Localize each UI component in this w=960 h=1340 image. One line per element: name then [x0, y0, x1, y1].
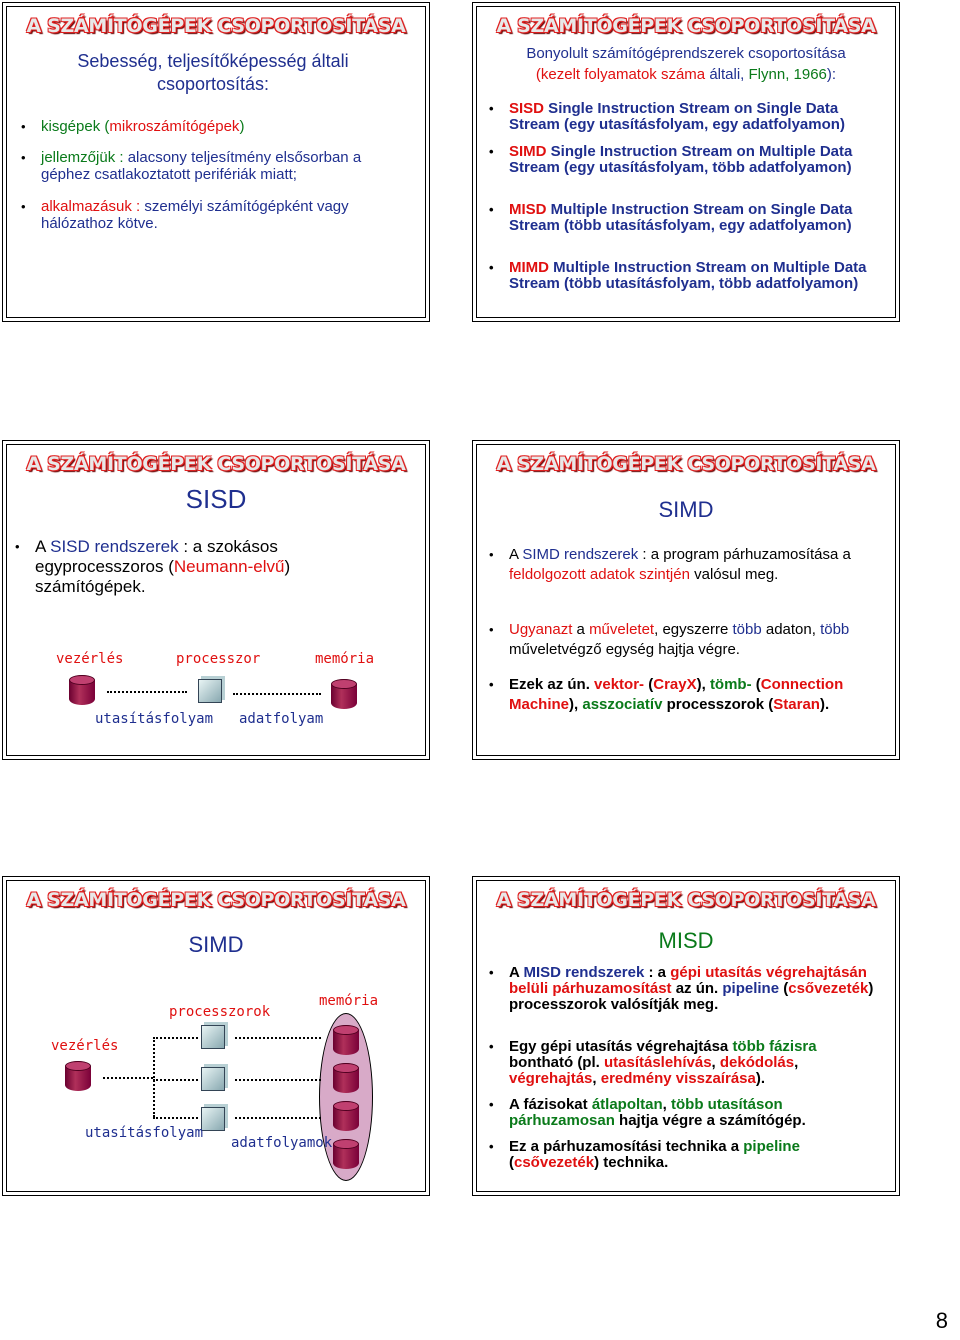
- memory-icon: [333, 1025, 359, 1055]
- processor-icon: [201, 1025, 225, 1049]
- intro-line-2: (kezelt folyamatok száma általi, Flynn, …: [535, 66, 837, 83]
- slide-header: A SZÁMÍTÓGÉPEK CSOPORTOSÍTÁSA: [496, 453, 876, 475]
- processor-icon: [201, 1067, 225, 1091]
- data-stream-line: [233, 693, 321, 695]
- label-utasitasfolyam: utasításfolyam: [95, 711, 214, 727]
- slide-subtitle: MISD: [658, 928, 714, 953]
- data-stream-line: [235, 1037, 321, 1039]
- label-processzor: processzor: [176, 651, 261, 667]
- processor-icon: [201, 1107, 225, 1131]
- slide-header: A SZÁMÍTÓGÉPEK CSOPORTOSÍTÁSA: [26, 453, 406, 475]
- instruction-stream-line: [103, 1077, 153, 1079]
- instruction-stream-branch: [153, 1079, 198, 1081]
- misd-bullet-1: A MISD rendszerek : a gépi utasítás végr…: [489, 965, 884, 1013]
- processor-icon: [198, 679, 222, 703]
- bullet-alkalmazasuk: alkalmazásuk : személyi számítógépként v…: [21, 198, 413, 232]
- data-stream-line: [235, 1117, 321, 1119]
- slide-subtitle: SISD: [185, 484, 247, 514]
- flynn-item-misd: MISD Multiple Instruction Stream on Sing…: [489, 202, 869, 234]
- label-processzorok: processzorok: [169, 1004, 271, 1020]
- flynn-item-mimd: MIMD Multiple Instruction Stream on Mult…: [489, 260, 879, 292]
- label-memoria: memória: [315, 651, 375, 667]
- page-number: 8: [935, 1308, 948, 1333]
- bullet-kisgepek: kisgépek (mikroszámítógépek): [21, 119, 411, 136]
- simd-bullet-2: Ugyanazt a műveletet, egyszerre több ada…: [489, 620, 884, 660]
- slide-header: A SZÁMÍTÓGÉPEK CSOPORTOSÍTÁSA: [26, 889, 406, 911]
- instruction-stream-branch: [153, 1117, 198, 1119]
- label-adatfolyamok: adatfolyamok: [231, 1135, 333, 1151]
- label-utasitasfolyam: utasításfolyam: [85, 1125, 204, 1141]
- bullet-jellemzojuk: jellemzőjük : alacsony teljesítmény első…: [21, 149, 413, 183]
- misd-bullet-3: A fázisokat átlapoltan, több utasításon …: [489, 1097, 884, 1129]
- label-memoria: memória: [319, 993, 379, 1009]
- slide-sisd: A SZÁMÍTÓGÉPEK CSOPORTOSÍTÁSA SISD A SIS…: [2, 440, 430, 760]
- flynn-item-simd: SIMD Single Instruction Stream on Multip…: [489, 144, 869, 176]
- sisd-description: A SISD rendszerek : a szokásos egyproces…: [15, 537, 395, 597]
- misd-bullet-2: Egy gépi utasítás végrehajtása több fázi…: [489, 1039, 884, 1087]
- slide-simd-diagram: A SZÁMÍTÓGÉPEK CSOPORTOSÍTÁSA SIMD proce…: [2, 876, 430, 1196]
- label-adatfolyam: adatfolyam: [239, 711, 324, 727]
- memory-icon: [331, 679, 357, 709]
- memory-icon: [333, 1063, 359, 1093]
- misd-bullet-4: Ez a párhuzamosítási technika a pipeline…: [489, 1139, 884, 1171]
- instruction-stream-line: [107, 691, 187, 693]
- memory-icon: [333, 1139, 359, 1169]
- slide-subtitle: SIMD: [658, 497, 714, 522]
- control-unit-icon: [65, 1061, 91, 1091]
- slide-header: A SZÁMÍTÓGÉPEK CSOPORTOSÍTÁSA: [496, 889, 876, 911]
- slide-title: Sebesség, teljesítőképesség általi csopo…: [77, 51, 349, 94]
- slide-flynn-classification: A SZÁMÍTÓGÉPEK CSOPORTOSÍTÁSA Bonyolult …: [472, 2, 900, 322]
- label-vezerles: vezérlés: [56, 651, 124, 667]
- control-unit-icon: [69, 675, 95, 705]
- slide-header: A SZÁMÍTÓGÉPEK CSOPORTOSÍTÁSA: [496, 15, 876, 37]
- slide-speed-classification: A SZÁMÍTÓGÉPEK CSOPORTOSÍTÁSA Sebesség, …: [2, 2, 430, 322]
- simd-bullet-1: A SIMD rendszerek : a program párhuzamos…: [489, 545, 884, 585]
- memory-icon: [333, 1101, 359, 1131]
- instruction-stream-branch: [153, 1037, 155, 1117]
- intro-line-1: Bonyolult számítógéprendszerek csoportos…: [526, 45, 846, 62]
- label-vezerles: vezérlés: [51, 1038, 119, 1054]
- simd-bullet-3: Ezek az ún. vektor- (CrayX), tömb- (Conn…: [489, 675, 884, 715]
- slide-simd-text: A SZÁMÍTÓGÉPEK CSOPORTOSÍTÁSA SIMD A SIM…: [472, 440, 900, 760]
- instruction-stream-branch: [153, 1037, 198, 1039]
- data-stream-line: [235, 1079, 321, 1081]
- flynn-item-sisd: SISD Single Instruction Stream on Single…: [489, 101, 889, 133]
- slide-subtitle: SIMD: [188, 932, 244, 957]
- slide-misd: A SZÁMÍTÓGÉPEK CSOPORTOSÍTÁSA MISD A MIS…: [472, 876, 900, 1196]
- slide-header: A SZÁMÍTÓGÉPEK CSOPORTOSÍTÁSA: [26, 15, 406, 37]
